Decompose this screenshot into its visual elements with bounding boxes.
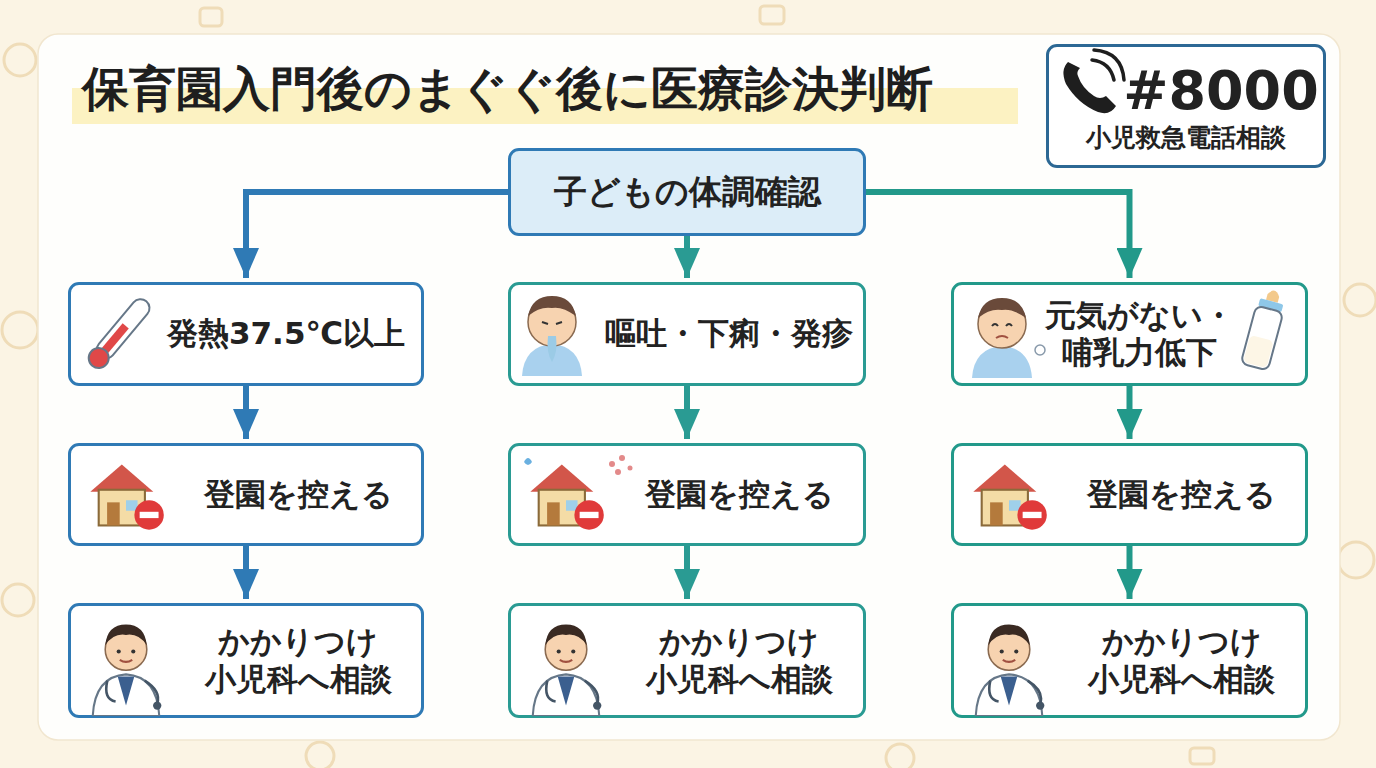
pattern-circle [4, 44, 36, 76]
action-box: 登園を控える [951, 443, 1308, 546]
flow-arrow [684, 546, 690, 599]
hotline-box: #8000小児救急電話相談 [1046, 44, 1326, 168]
flow-arrow [246, 192, 508, 278]
consult-box: かかりつけ 小児科へ相談 [68, 603, 424, 718]
node-label: 登園を控える [1087, 476, 1276, 513]
pattern-circle [306, 742, 334, 768]
consult-box: かかりつけ 小児科へ相談 [508, 603, 866, 718]
node-label: かかりつけ 小児科へ相談 [1058, 623, 1305, 697]
pattern-rect [200, 8, 222, 26]
symptom-box: 嘔吐・下痢・発疹 [508, 282, 866, 386]
symptom-box: 元気がない・ 哺乳力低下 [951, 282, 1308, 386]
pattern-circle [886, 744, 914, 768]
action-box: 登園を控える [508, 443, 866, 546]
pattern-rect [1190, 748, 1214, 764]
pattern-circle [1344, 284, 1376, 316]
node-label: かかりつけ 小児科へ相談 [175, 623, 421, 697]
flow-arrow [866, 192, 1130, 278]
node-label: 発熱37.5℃以上 [167, 315, 405, 352]
node-label: 元気がない・ 哺乳力低下 [1044, 297, 1235, 371]
node-label: #8000 [1123, 59, 1319, 124]
node-label: 子どもの体調確認 [554, 172, 821, 212]
pattern-rect [760, 6, 784, 24]
flow-arrow [684, 386, 690, 439]
node-label: 登園を控える [204, 476, 393, 513]
pattern-circle [2, 584, 34, 616]
pattern-circle [1338, 542, 1374, 578]
action-box: 登園を控える [68, 443, 424, 546]
node-label: 小児救急電話相談 [1086, 123, 1286, 153]
flow-arrow [684, 236, 690, 278]
diagram-title: 保育園入門後のまぐぐ後に医療診決判断 [82, 58, 933, 121]
flow-arrow [1127, 386, 1133, 439]
node-label: 登園を控える [645, 476, 834, 513]
consult-box: かかりつけ 小児科へ相談 [951, 603, 1308, 718]
background-pattern [2, 6, 1376, 768]
start-box: 子どもの体調確認 [508, 148, 866, 236]
flow-arrow [1127, 546, 1133, 599]
content-panel [38, 34, 1340, 740]
flow-arrow [243, 546, 249, 599]
node-label: かかりつけ 小児科へ相談 [615, 623, 863, 697]
pattern-circle [2, 312, 38, 348]
symptom-box: 発熱37.5℃以上 [68, 282, 424, 386]
flow-arrow [243, 386, 249, 439]
node-label: 嘔吐・下痢・発疹 [605, 315, 853, 352]
